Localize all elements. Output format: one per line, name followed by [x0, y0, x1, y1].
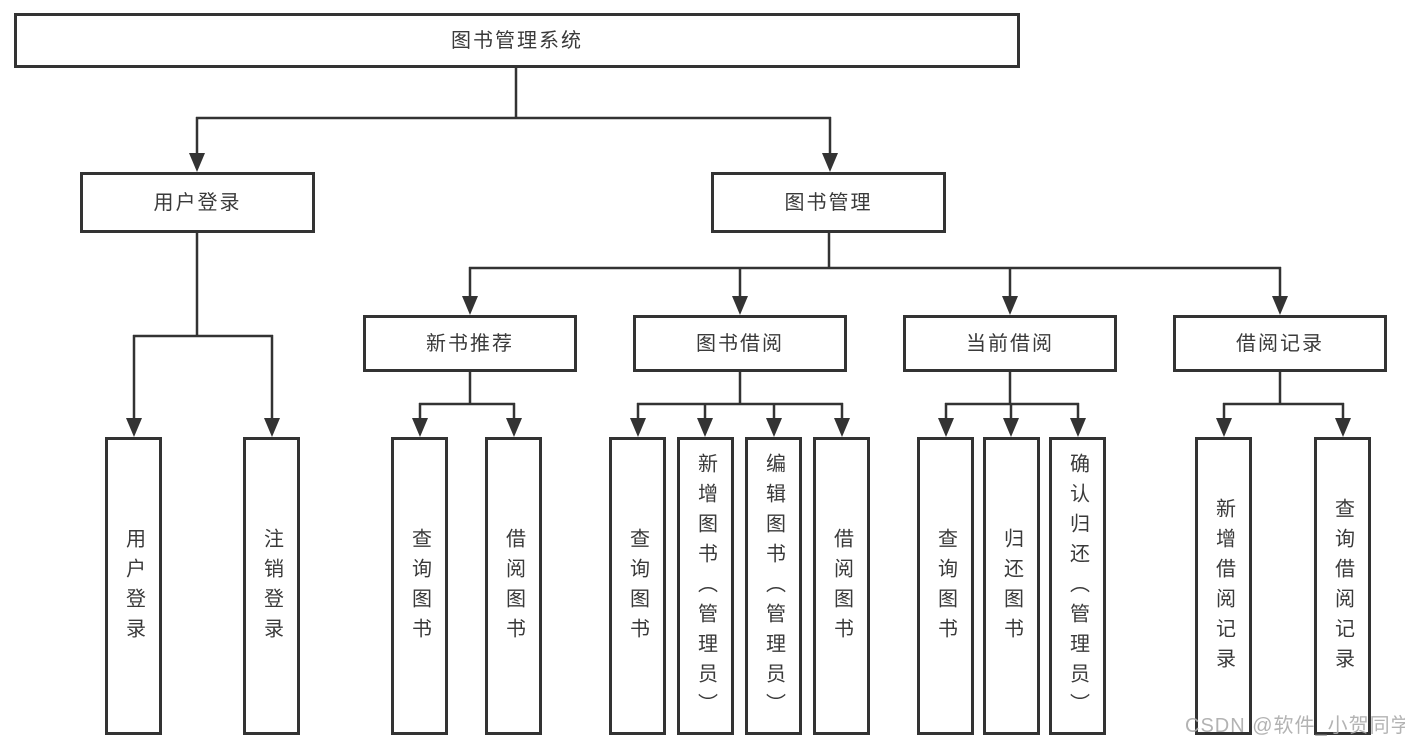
arrowhead: [1272, 296, 1288, 315]
arrowhead: [506, 418, 522, 437]
node-query-books-recommend: 查询图书: [391, 437, 448, 735]
node-edit-books-admin: 编辑图书（管理员）: [745, 437, 802, 735]
watermark: CSDN @软件_小贺同学: [1185, 715, 1405, 737]
node-book-borrowing: 图书借阅: [633, 315, 847, 372]
node-query-borrow-record: 查询借阅记录: [1314, 437, 1371, 735]
arrowhead: [462, 296, 478, 315]
node-book-management: 图书管理: [711, 172, 946, 233]
arrowhead: [732, 296, 748, 315]
node-borrow-books-recommend: 借阅图书: [485, 437, 542, 735]
node-root: 图书管理系统: [14, 13, 1020, 68]
arrowhead: [189, 153, 205, 172]
node-user-login: 用户登录: [80, 172, 315, 233]
node-confirm-return-admin: 确认归还（管理员）: [1049, 437, 1106, 735]
arrowhead: [834, 418, 850, 437]
arrowhead: [938, 418, 954, 437]
arrowhead: [1002, 296, 1018, 315]
node-query-books-borrowing: 查询图书: [609, 437, 666, 735]
node-add-borrow-record: 新增借阅记录: [1195, 437, 1252, 735]
arrowhead: [1070, 418, 1086, 437]
arrowhead: [697, 418, 713, 437]
arrowhead: [1335, 418, 1351, 437]
arrowhead: [126, 418, 142, 437]
arrowhead: [264, 418, 280, 437]
node-add-books-admin: 新增图书（管理员）: [677, 437, 734, 735]
node-current-borrowing: 当前借阅: [903, 315, 1117, 372]
node-new-book-recommend: 新书推荐: [363, 315, 577, 372]
arrowhead: [1003, 418, 1019, 437]
arrowhead: [766, 418, 782, 437]
node-user-login-leaf: 用户登录: [105, 437, 162, 735]
arrowhead: [822, 153, 838, 172]
node-query-books-current: 查询图书: [917, 437, 974, 735]
node-logout-leaf: 注销登录: [243, 437, 300, 735]
node-return-books: 归还图书: [983, 437, 1040, 735]
node-borrow-books-borrowing: 借阅图书: [813, 437, 870, 735]
node-borrowing-records: 借阅记录: [1173, 315, 1387, 372]
arrowhead: [412, 418, 428, 437]
arrowhead: [630, 418, 646, 437]
arrowhead: [1216, 418, 1232, 437]
